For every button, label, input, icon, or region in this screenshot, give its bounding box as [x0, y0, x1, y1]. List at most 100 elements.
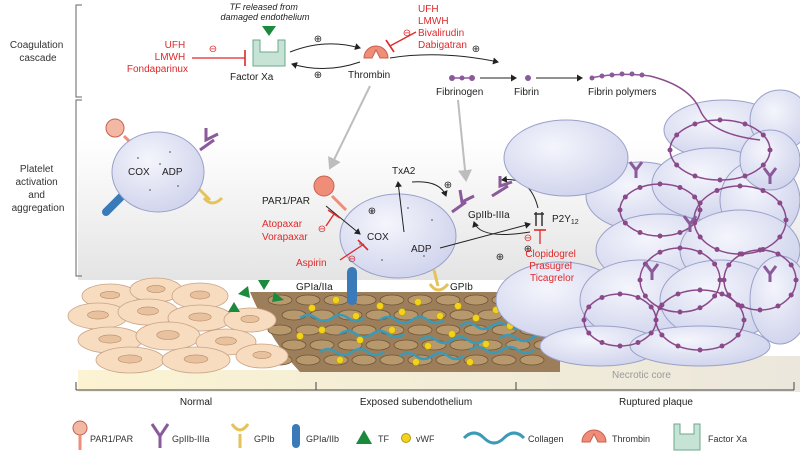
- plus-symbol: ⊕: [496, 252, 504, 263]
- vwf-dot: [398, 308, 406, 316]
- normal-endothelium: [67, 277, 289, 374]
- subendothelial-cell: [365, 309, 391, 321]
- resting-adp-label: ADP: [162, 167, 183, 178]
- vwf-dot: [318, 326, 326, 334]
- vwf-dot: [388, 326, 396, 334]
- txa2-label: TxA2: [392, 166, 416, 177]
- collagen-strand: [399, 351, 465, 361]
- clot-platelet: [739, 129, 800, 191]
- tf-triangle-icon: [356, 430, 372, 444]
- plus-symbol: ⊕: [444, 180, 452, 191]
- tf-surface-triangles: [228, 280, 284, 312]
- collagen-strand-icon: [462, 431, 526, 445]
- vwf-dot: [454, 302, 462, 310]
- vwf-dot: [356, 336, 364, 344]
- section-label-platelet: Platelet activation and aggregation: [12, 164, 65, 214]
- factor-xa-icon: [252, 39, 286, 67]
- vwf-dot: [308, 304, 316, 312]
- vwf-dots: [296, 296, 514, 366]
- endothelial-cell: [223, 307, 277, 333]
- collagen-strand: [339, 329, 405, 339]
- subendothelial-cell: [295, 294, 321, 306]
- thrombin-icon: [581, 429, 607, 443]
- collagen-strands: [299, 313, 565, 361]
- subendothelial-cell: [449, 339, 475, 351]
- thrombin-icon: [363, 45, 389, 59]
- legend-label-gp2b3a-receptor: GpIIb-IIIa: [172, 434, 210, 444]
- legend-label-collagen-strand: Collagen: [528, 434, 564, 444]
- vwf-dot: [352, 312, 360, 320]
- necrotic-core-label: Necrotic core: [612, 370, 671, 381]
- subendothelial-cell: [323, 354, 349, 366]
- subendothelial-cell: [365, 339, 391, 351]
- endothelial-cell: [161, 346, 231, 374]
- resting-cox-label: COX: [128, 167, 150, 178]
- subendothelial-cell: [379, 294, 405, 306]
- endothelial-cell: [95, 346, 165, 374]
- clot-platelet: [749, 255, 800, 345]
- subendothelial-cell: [337, 339, 363, 351]
- vwf-dot: [436, 312, 444, 320]
- coagulation-cascade: TF released from damaged endothelium Fac…: [127, 2, 657, 98]
- tf-triangle-icon: [262, 26, 276, 36]
- vwf-dot: [336, 356, 344, 364]
- gp1a2a-receptor-icon: [292, 424, 300, 448]
- subendothelial-cell: [393, 339, 419, 351]
- collagen-strand: [319, 347, 385, 357]
- vwf-dot: [448, 330, 456, 338]
- platelet-inhibitors: Atopaxar Vorapaxar ⊖ Aspirin ⊖ Clopidogr…: [262, 209, 576, 284]
- vwf-dot-icon: [401, 433, 411, 443]
- subendothelial-cell: [323, 324, 349, 336]
- plus-symbol: ⊕: [524, 244, 532, 255]
- clot-gp2b3a-receptor: [682, 215, 698, 232]
- resting-platelet: COX ADP: [102, 118, 224, 216]
- endothelial-cell: [235, 343, 289, 369]
- gp2b3a-label: GpIIb-IIIa: [468, 210, 510, 221]
- collagen-strand: [419, 335, 485, 345]
- vwf-dot: [482, 340, 490, 348]
- fibrin-polymers-label: Fibrin polymers: [588, 87, 656, 98]
- region-bar: [75, 382, 795, 391]
- fibrin-icon: [525, 75, 531, 81]
- clot-gp2b3a-receptor: [762, 265, 778, 282]
- par-receptor-icon: [72, 420, 88, 450]
- subendothelial-cell: [267, 324, 293, 336]
- legend-label-factor-xa: Factor Xa: [708, 434, 747, 444]
- vwf-dot: [466, 358, 474, 366]
- subendothelial-cell: [491, 354, 517, 366]
- adp-label: ADP: [411, 244, 432, 255]
- subendothelial-cell: [435, 324, 461, 336]
- cox-label: COX: [367, 232, 389, 243]
- subendothelial-cell: [435, 294, 461, 306]
- region-normal-label: Normal: [180, 397, 212, 408]
- collagen-strand: [469, 345, 535, 355]
- thrombin-inhibitor-drugs: UFH LMWH Bivalirudin Dabigatran: [418, 4, 467, 51]
- minus-symbol: ⊖: [318, 224, 326, 235]
- gp2b3a-receptor-icon: [150, 423, 170, 448]
- vwf-dot: [472, 314, 480, 322]
- fibrin-mesh: [617, 181, 703, 239]
- vwf-dot: [376, 302, 384, 310]
- subendothelial-cell: [463, 294, 489, 306]
- aspirin-label: Aspirin: [296, 258, 327, 269]
- tf-note: TF released from damaged endothelium: [220, 2, 310, 22]
- vwf-dot: [296, 332, 304, 340]
- gp1b-receptor-icon: [230, 423, 250, 448]
- legend-label-gp1a2a-receptor: GPIa/IIb: [306, 434, 339, 444]
- subendothelial-cell: [351, 354, 377, 366]
- region-exposed-label: Exposed subendothelium: [360, 397, 472, 408]
- endothelial-cell: [135, 321, 201, 351]
- fibrin-strand: [649, 75, 761, 141]
- endothelial-cell: [171, 282, 229, 310]
- p2y12-label: P2Y12: [552, 214, 579, 226]
- platelet-clot: [495, 75, 800, 367]
- minus-symbol: ⊖: [524, 233, 532, 244]
- gp1b-label: GPIb: [450, 282, 473, 293]
- legend-label-gp1b-receptor: GPIb: [254, 434, 275, 444]
- vwf-dot: [424, 342, 432, 350]
- legend: PAR1/PAR GpIIb-IIIa GPIb GPIa/IIb TF vWF…: [72, 420, 747, 451]
- factor-xa-icon: [673, 423, 701, 451]
- fibrin-label: Fibrin: [514, 87, 539, 98]
- subendothelial-cell: [295, 354, 321, 366]
- aggregating-platelet: [491, 119, 629, 198]
